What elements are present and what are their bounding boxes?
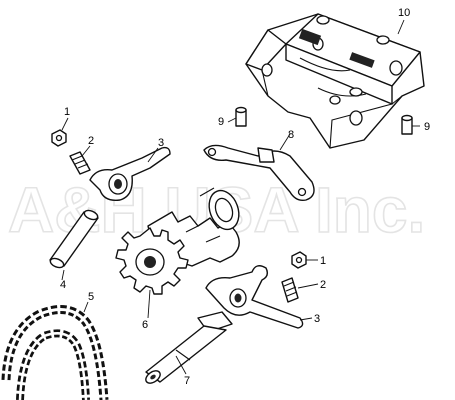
rocker-arm-holder bbox=[245, 13, 425, 149]
rocker-shaft bbox=[49, 209, 99, 269]
dowel-pin bbox=[235, 106, 247, 127]
callout-2-lower: 2 bbox=[320, 279, 326, 291]
camshaft-sprocket bbox=[115, 187, 240, 295]
callout-8: 8 bbox=[288, 129, 294, 141]
callout-1: 1 bbox=[64, 106, 70, 118]
callout-10: 10 bbox=[398, 7, 410, 19]
adjusting-screw bbox=[69, 151, 91, 175]
adjusting-screw bbox=[281, 277, 299, 303]
callout-9-left: 9 bbox=[218, 116, 224, 128]
callout-5: 5 bbox=[88, 291, 94, 303]
leader-lines bbox=[61, 19, 420, 375]
cam-chain bbox=[1, 305, 109, 400]
callout-9-right: 9 bbox=[424, 121, 430, 133]
chain-guide-plate bbox=[203, 144, 315, 202]
callout-6: 6 bbox=[142, 319, 148, 331]
lock-nut bbox=[51, 129, 67, 147]
rocker-arm bbox=[205, 265, 304, 329]
callout-7: 7 bbox=[184, 375, 190, 387]
rocker-arm bbox=[89, 146, 171, 201]
callout-3-lower: 3 bbox=[314, 313, 320, 325]
callout-3: 3 bbox=[158, 137, 164, 149]
callout-4: 4 bbox=[60, 279, 66, 291]
dowel-pin bbox=[401, 114, 413, 135]
rocker-shaft bbox=[145, 311, 233, 384]
lock-nut bbox=[291, 251, 307, 269]
callout-1-lower: 1 bbox=[320, 255, 326, 267]
sprocket-wheel bbox=[115, 227, 189, 295]
callout-2: 2 bbox=[88, 135, 94, 147]
